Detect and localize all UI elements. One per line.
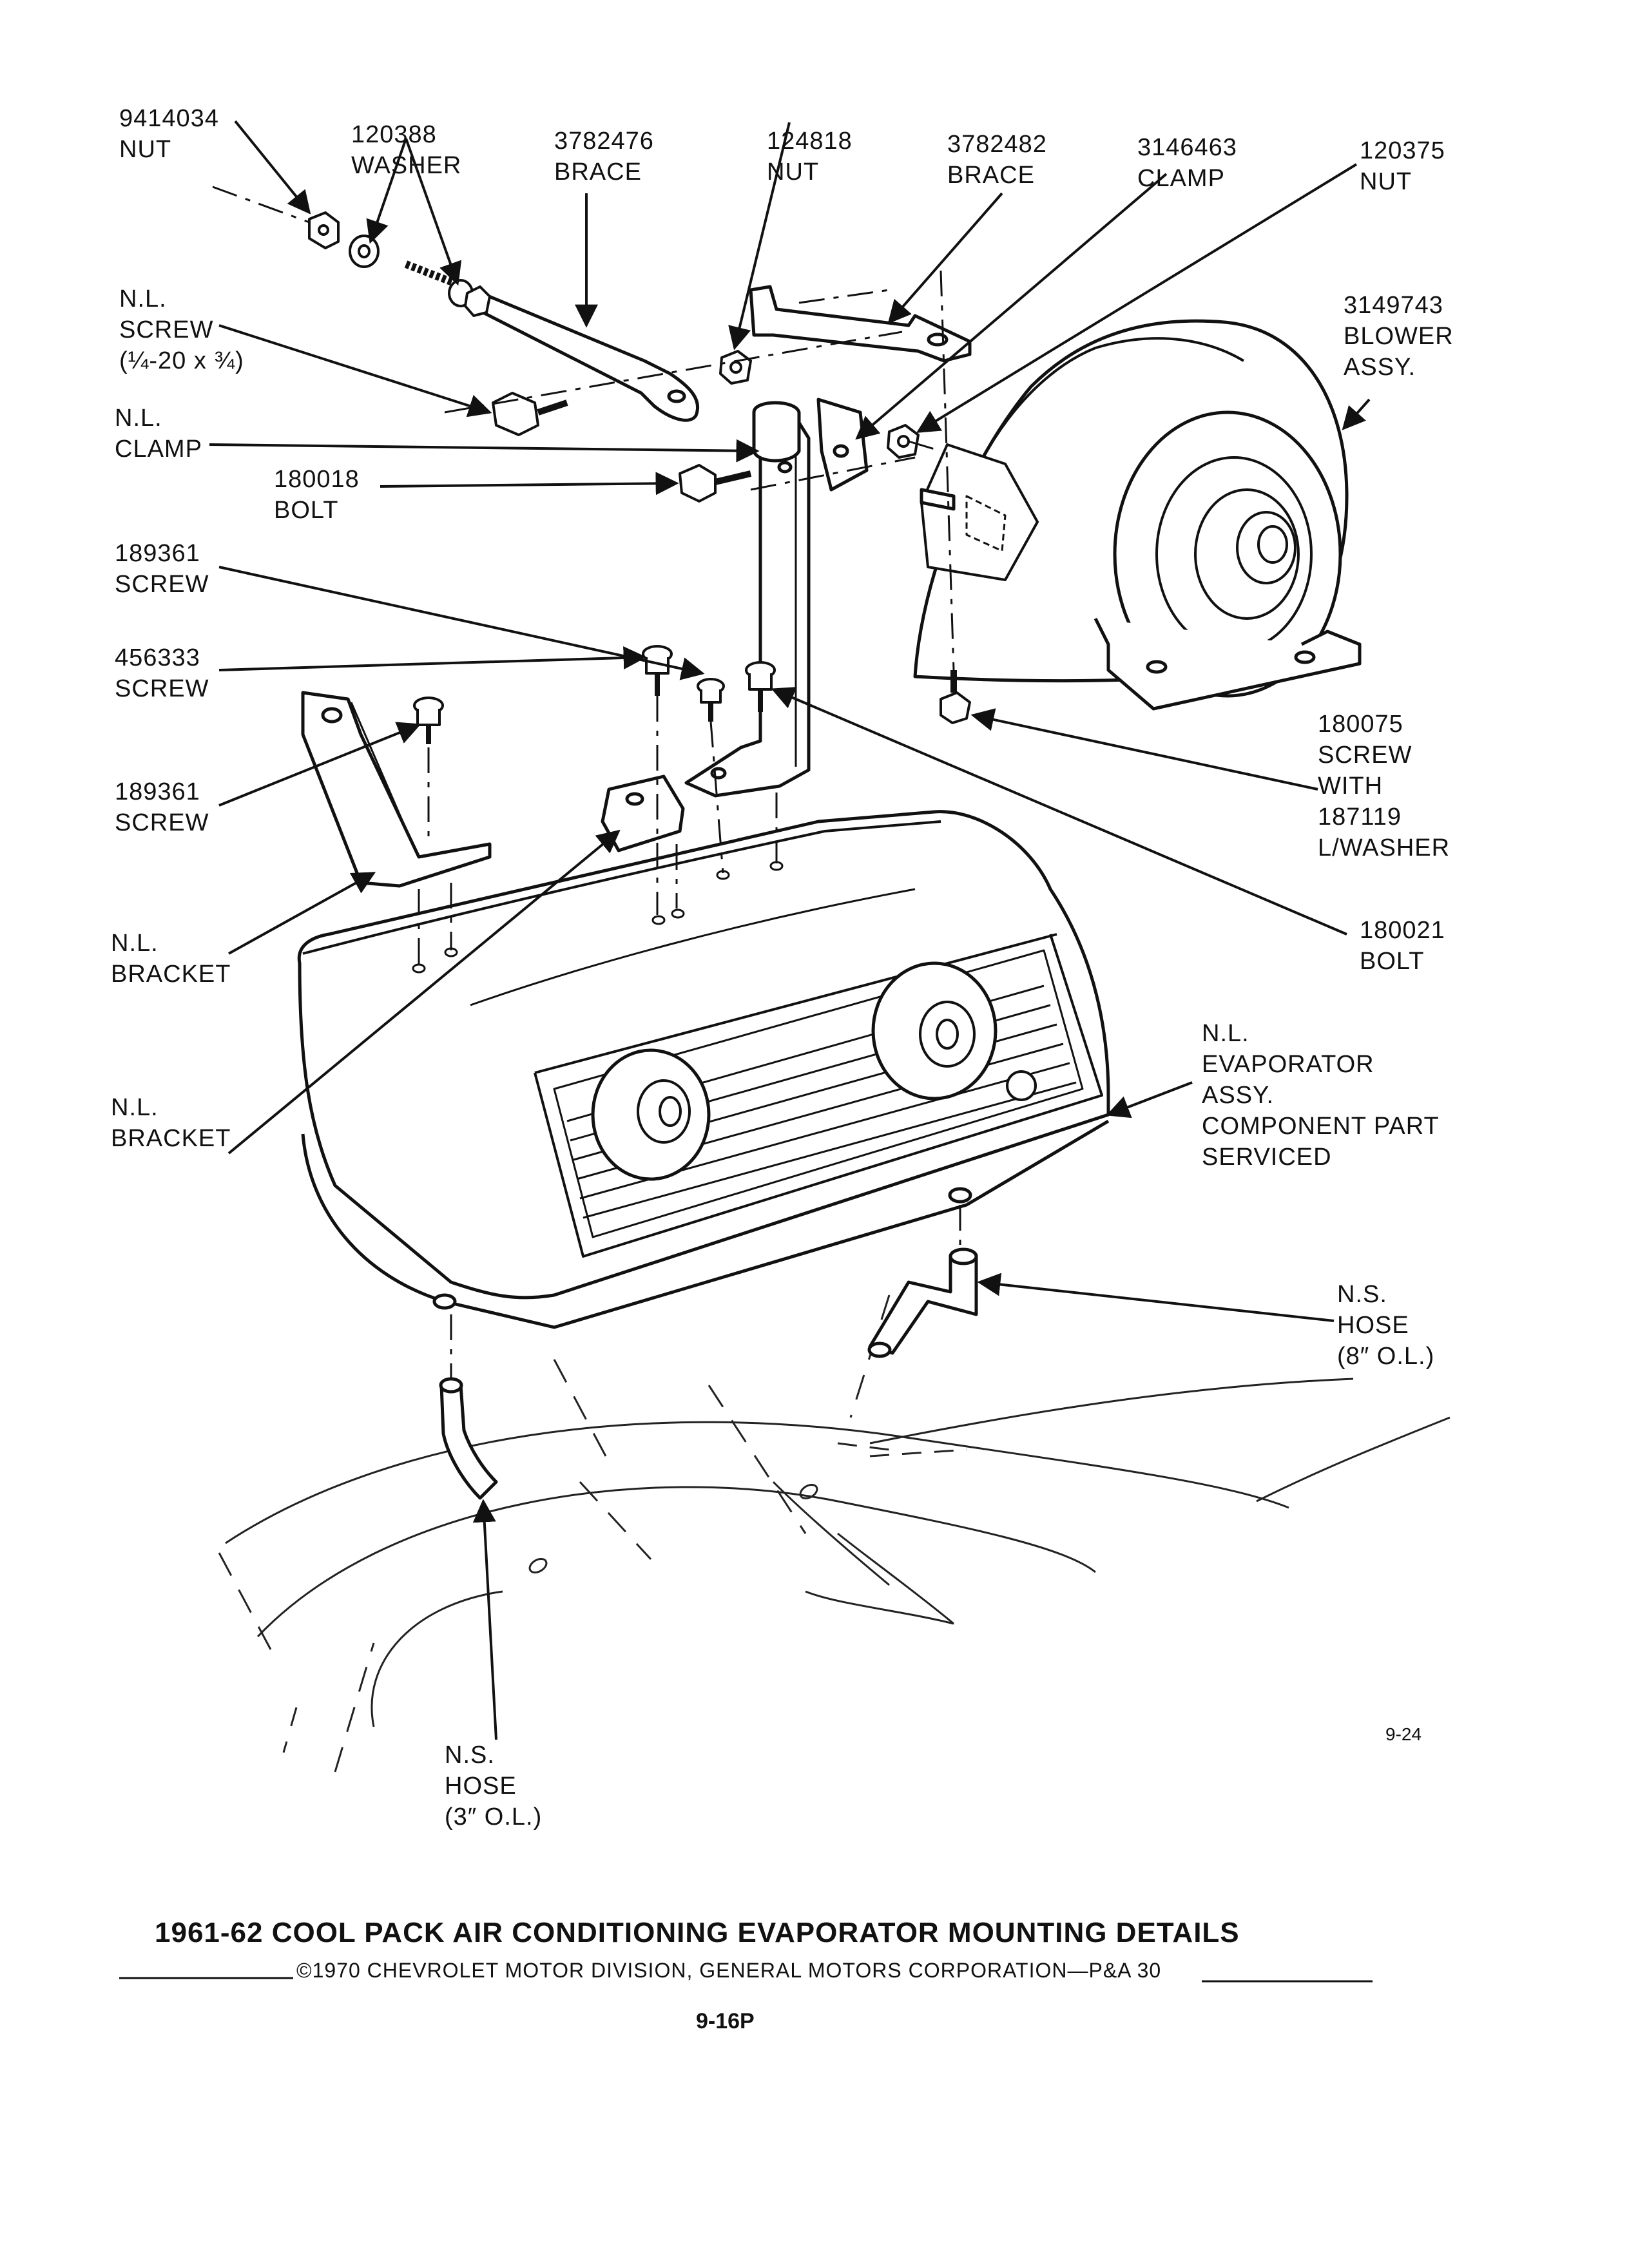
fasteners — [308, 211, 971, 724]
copyright-line: ©1970 CHEVROLET MOTOR DIVISION, GENERAL … — [296, 1959, 1162, 1982]
label-hose-8: N.S.HOSE(8″ O.L.) — [1337, 1281, 1435, 1370]
label-nl-bracket-a: N.L.BRACKET — [111, 930, 231, 988]
brace-upper — [749, 285, 972, 363]
mounting-screws — [413, 645, 776, 744]
figure-number: 9-24 — [1385, 1724, 1422, 1744]
vehicle-body-outline — [218, 1294, 1451, 1773]
label-nl-bracket-b: N.L.BRACKET — [111, 1094, 231, 1152]
label-hose-3: N.S.HOSE(3″ O.L.) — [445, 1742, 543, 1831]
hoses — [439, 1247, 978, 1500]
label-nl-clamp: N.L.CLAMP — [115, 405, 202, 463]
center-lines — [212, 186, 961, 1379]
label-nl-screw: N.L.SCREW(¼-20 x ¾) — [119, 285, 244, 374]
left-bracket — [301, 691, 492, 888]
support-bracket — [684, 401, 811, 798]
small-bracket — [601, 774, 685, 852]
copyright-rules — [119, 1977, 1373, 1983]
leader-lines — [209, 120, 1371, 1740]
evaporator-housing — [297, 810, 1110, 1329]
clamp — [816, 398, 869, 492]
page-number: 9-16P — [696, 2009, 755, 2033]
blower-assembly — [913, 319, 1362, 711]
page-caption: 1961-62 COOL PACK AIR CONDITIONING EVAPO… — [155, 1917, 1240, 1948]
